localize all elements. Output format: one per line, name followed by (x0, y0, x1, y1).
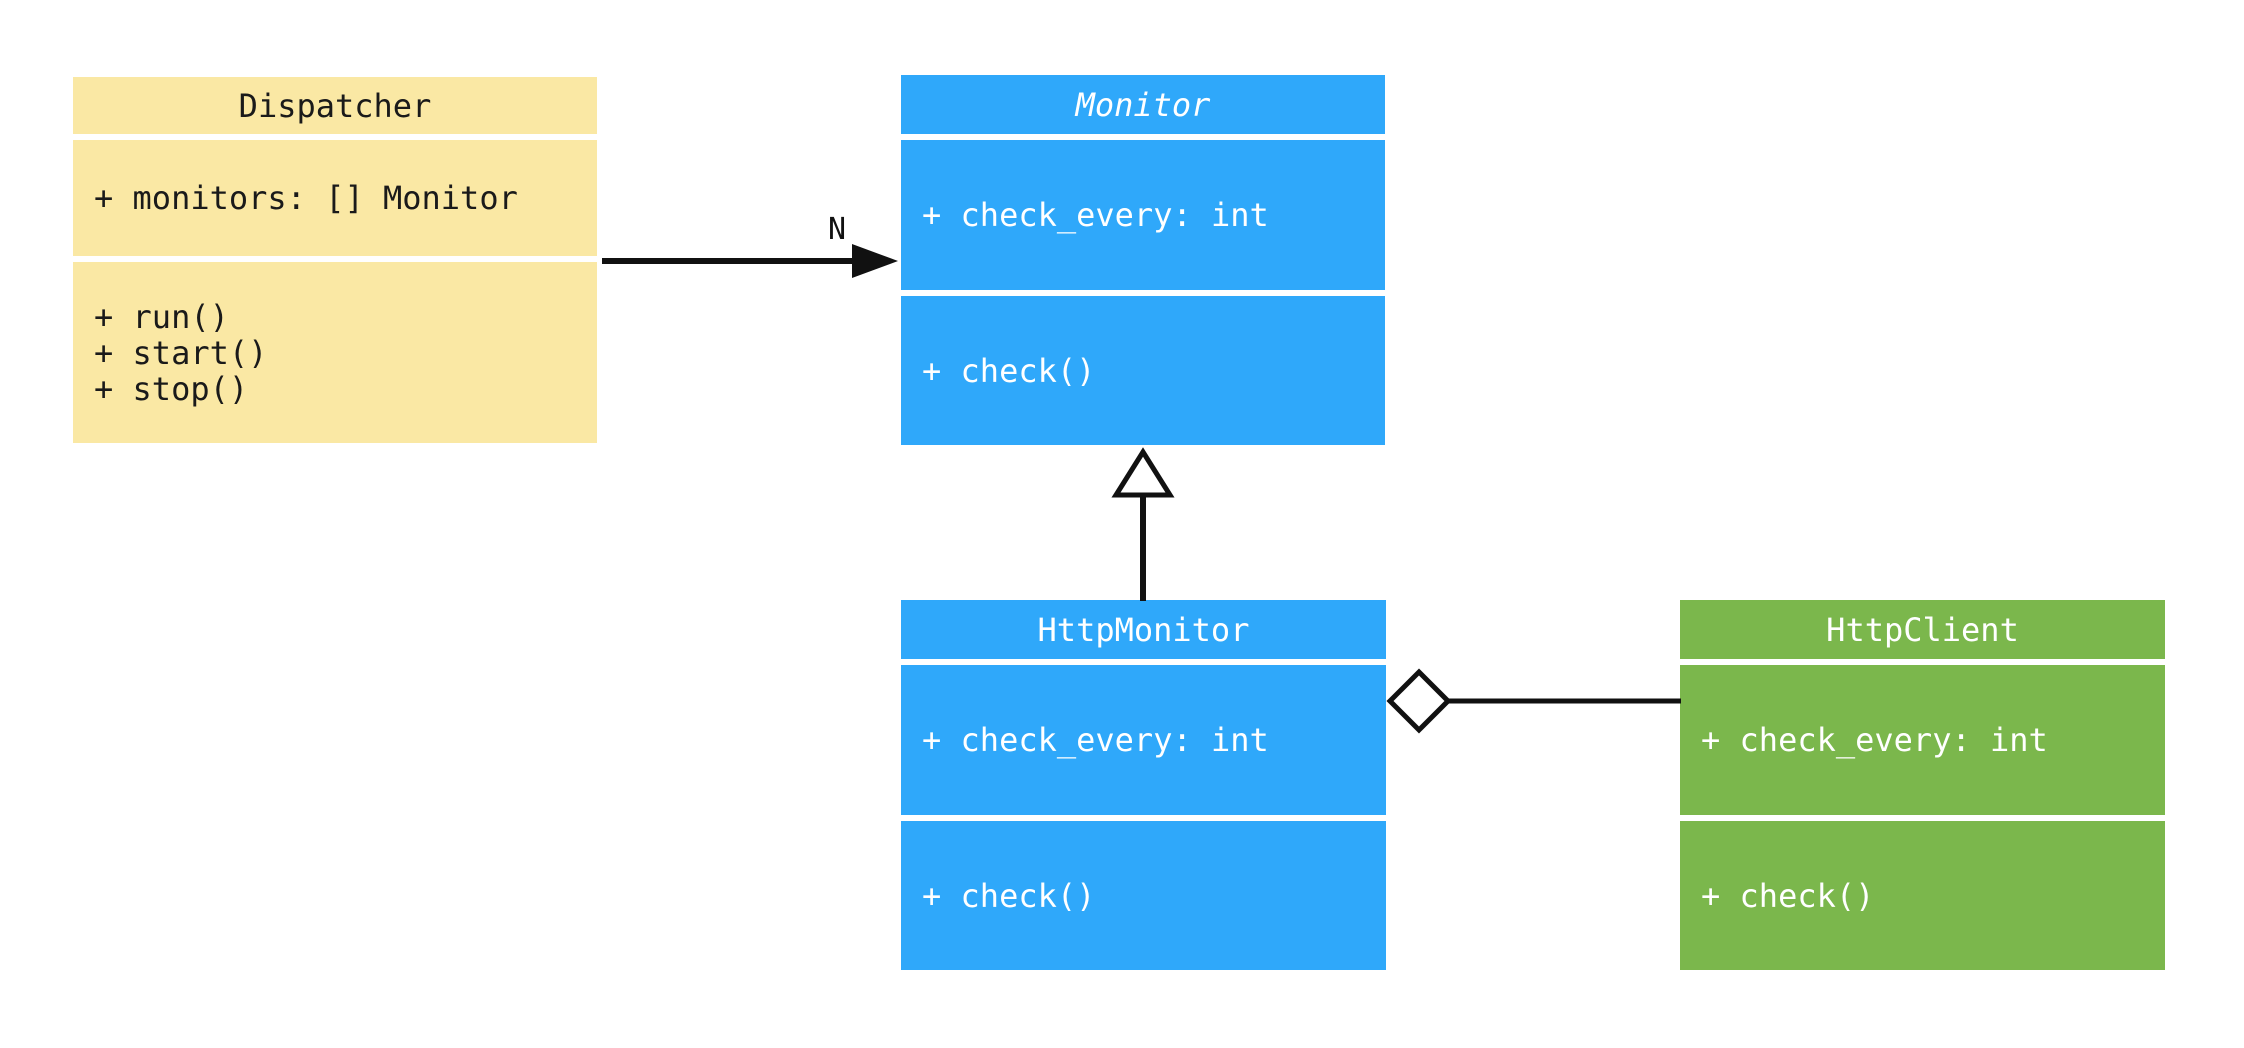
class-methods: + check() (901, 821, 1386, 970)
method-item: + run() (94, 297, 229, 336)
class-box-httpclient: HttpClient + check_every: int + check() (1680, 600, 2165, 970)
class-title: Dispatcher (73, 77, 597, 134)
class-box-dispatcher: Dispatcher + monitors: [] Monitor + run(… (73, 77, 597, 443)
attribute-item: + check_every: int (1701, 721, 2048, 759)
method-item: + start() (94, 333, 268, 372)
method-item: + check() (922, 876, 1096, 915)
class-title: HttpClient (1680, 600, 2165, 659)
attribute-item: + monitors: [] Monitor (94, 179, 518, 217)
inheritance-httpmonitor-monitor (1111, 447, 1175, 601)
attribute-item: + check_every: int (922, 196, 1269, 234)
class-attributes: + check_every: int (901, 665, 1386, 815)
aggregation-diamond-icon (1386, 668, 1452, 734)
attribute-item: + check_every: int (922, 721, 1269, 759)
inheritance-triangle-icon (1111, 447, 1175, 498)
class-attributes: + check_every: int (1680, 665, 2165, 815)
class-methods: + check() (901, 296, 1385, 445)
method-item: + stop() (94, 369, 249, 408)
multiplicity-label: N (828, 212, 847, 247)
class-attributes: + check_every: int (901, 140, 1385, 290)
association-arrowhead-icon (852, 244, 898, 278)
method-item: + check() (1701, 876, 1875, 915)
method-item: + check() (922, 351, 1096, 390)
class-title: HttpMonitor (901, 600, 1386, 659)
association-dispatcher-monitor (602, 244, 898, 278)
class-box-monitor: Monitor + check_every: int + check() (901, 75, 1385, 445)
class-box-httpmonitor: HttpMonitor + check_every: int + check() (901, 600, 1386, 970)
class-attributes: + monitors: [] Monitor (73, 140, 597, 256)
aggregation-httpmonitor-httpclient (1386, 668, 1681, 734)
class-methods: + check() (1680, 821, 2165, 970)
class-methods: + run() + start() + stop() (73, 262, 597, 443)
class-title: Monitor (901, 75, 1385, 134)
